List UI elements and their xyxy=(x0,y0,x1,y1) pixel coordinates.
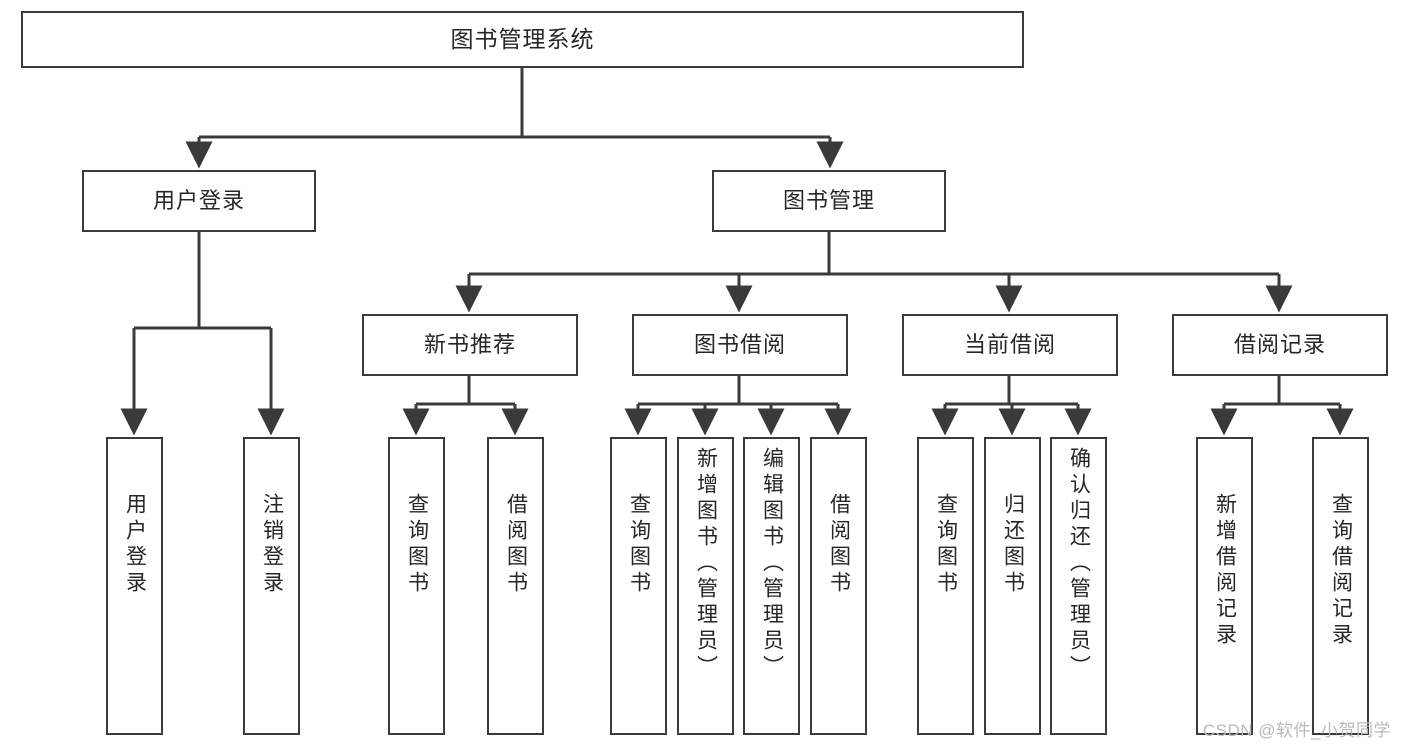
node-root-book-management-system[interactable]: 图书管理系统 xyxy=(21,11,1024,68)
leaf-label: 新增图书（管理员） xyxy=(694,447,718,681)
leaf-label: 借阅图书 xyxy=(504,493,528,597)
leaf-borrow-books-new[interactable]: 借阅图书 xyxy=(487,437,544,735)
node-book-management[interactable]: 图书管理 xyxy=(712,170,946,232)
leaf-user-login[interactable]: 用户登录 xyxy=(106,437,163,735)
leaf-label: 查询图书 xyxy=(627,493,651,597)
node-label: 图书管理 xyxy=(782,187,875,213)
node-label: 新书推荐 xyxy=(423,331,516,357)
node-label: 用户登录 xyxy=(152,187,245,213)
node-label: 当前借阅 xyxy=(963,331,1056,357)
leaf-query-books-current[interactable]: 查询图书 xyxy=(917,437,974,735)
leaf-label: 查询图书 xyxy=(934,493,958,597)
node-current-borrowing[interactable]: 当前借阅 xyxy=(902,314,1118,376)
leaf-label: 确认归还（管理员） xyxy=(1067,447,1091,681)
leaf-borrow-books[interactable]: 借阅图书 xyxy=(810,437,867,735)
leaf-query-books-new[interactable]: 查询图书 xyxy=(388,437,445,735)
leaf-confirm-return-admin[interactable]: 确认归还（管理员） xyxy=(1050,437,1107,735)
leaf-add-book-admin[interactable]: 新增图书（管理员） xyxy=(677,437,734,735)
leaf-edit-book-admin[interactable]: 编辑图书（管理员） xyxy=(743,437,800,735)
leaf-label: 用户登录 xyxy=(123,493,147,597)
leaf-label: 编辑图书（管理员） xyxy=(760,447,784,681)
leaf-label: 借阅图书 xyxy=(827,493,851,597)
leaf-query-books-borrow[interactable]: 查询图书 xyxy=(610,437,667,735)
leaf-label: 新增借阅记录 xyxy=(1213,493,1237,649)
node-label: 图书借阅 xyxy=(693,331,786,357)
node-user-login[interactable]: 用户登录 xyxy=(82,170,316,232)
leaf-add-borrow-record[interactable]: 新增借阅记录 xyxy=(1196,437,1253,735)
node-label: 借阅记录 xyxy=(1233,331,1326,357)
node-label: 图书管理系统 xyxy=(450,25,595,52)
leaf-query-borrow-record[interactable]: 查询借阅记录 xyxy=(1312,437,1369,735)
leaf-label: 查询图书 xyxy=(405,493,429,597)
leaf-return-books[interactable]: 归还图书 xyxy=(984,437,1041,735)
node-borrowing-records[interactable]: 借阅记录 xyxy=(1172,314,1388,376)
leaf-label: 查询借阅记录 xyxy=(1329,493,1353,649)
leaf-logout[interactable]: 注销登录 xyxy=(243,437,300,735)
leaf-label: 归还图书 xyxy=(1001,493,1025,597)
node-new-book-recommendation[interactable]: 新书推荐 xyxy=(362,314,578,376)
watermark: CSDN @软件_小贺同学 xyxy=(1202,721,1391,740)
leaf-label: 注销登录 xyxy=(260,493,284,597)
node-book-borrowing[interactable]: 图书借阅 xyxy=(632,314,848,376)
